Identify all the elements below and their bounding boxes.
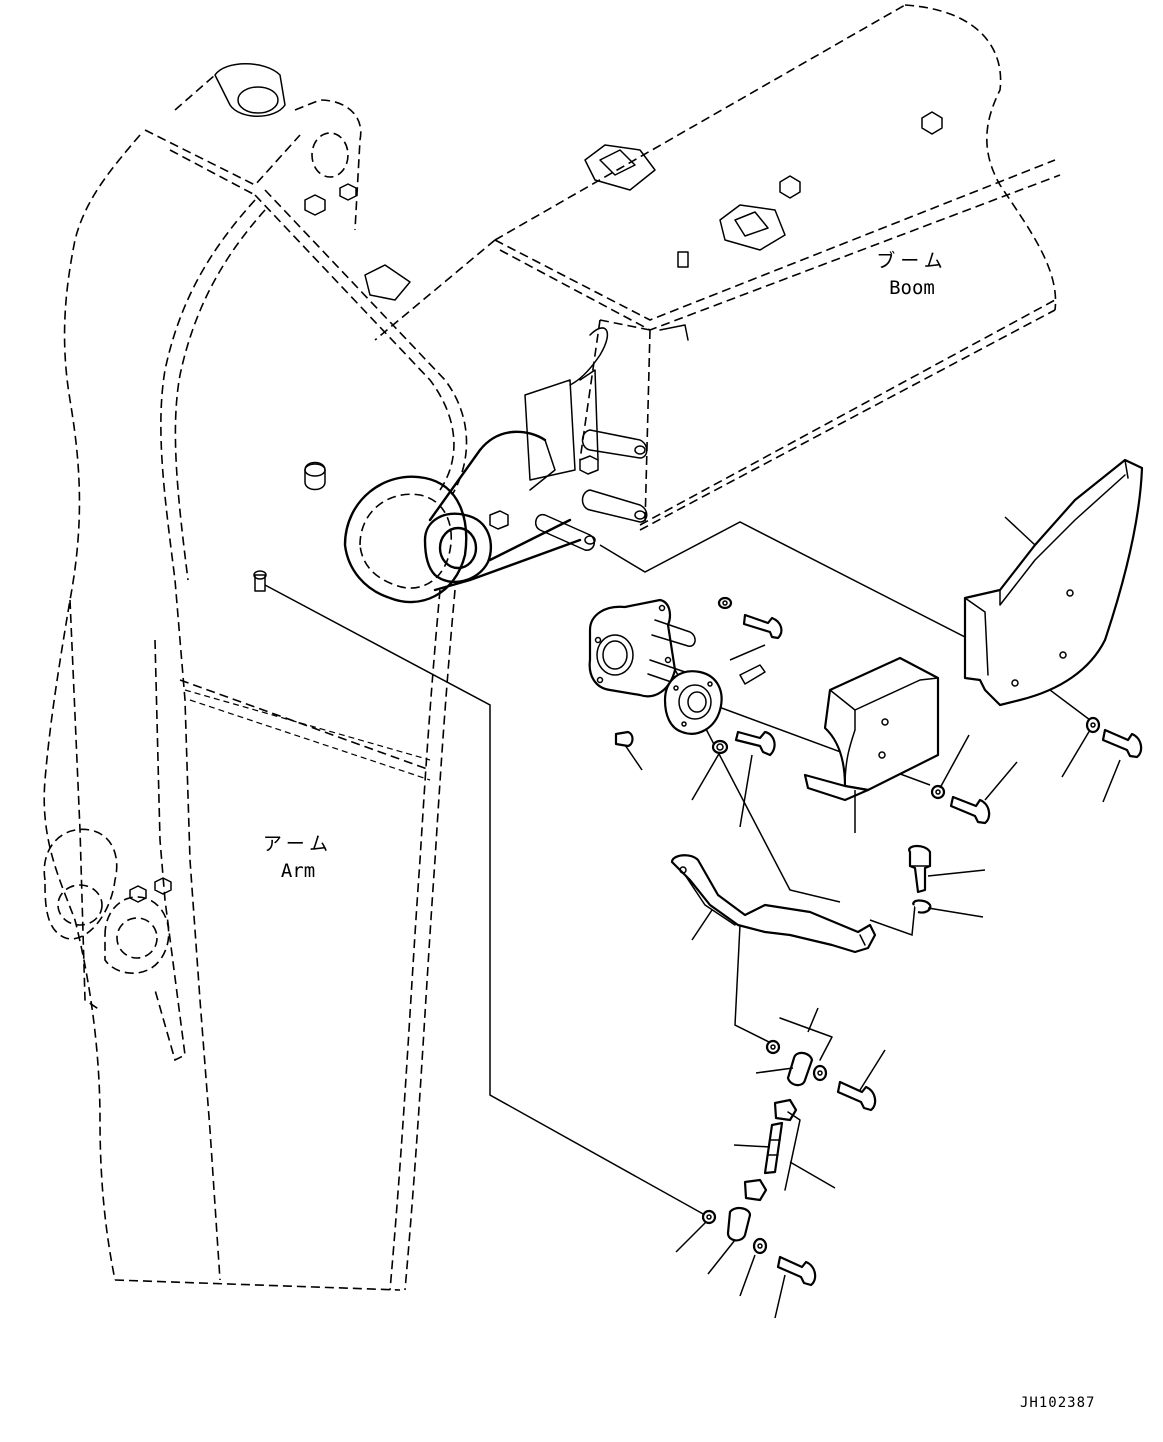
washer-8 [752,1237,768,1255]
bolt-3 [949,795,991,825]
bolt-4 [1101,728,1143,759]
clip-ring [912,899,932,914]
callout-leaders [624,516,1121,1319]
cover-center [823,656,940,792]
arm-label-jp: アーム [263,833,333,855]
washer-6 [812,1064,828,1082]
pipe [763,1121,784,1175]
support-bracket [670,854,877,954]
boom-label-jp: ブーム [876,249,947,272]
washer-7 [701,1209,717,1225]
nut-1 [773,1098,798,1122]
boom-drawing [304,4,1061,531]
bolt-1 [742,613,783,640]
boom-label-en: Boom [889,277,935,299]
washer-2 [711,739,729,755]
pivot-assembly [343,327,648,604]
bearing-housing [663,670,723,735]
bolt-6 [836,1080,877,1112]
drawing-number: JH102387 [1020,1395,1095,1411]
washer-3 [930,784,946,800]
cover-right [963,458,1144,707]
elbow-fitting [786,1051,814,1087]
parts [588,458,1144,1287]
washer-5 [765,1039,781,1055]
elbow-fitting-2 [726,1206,752,1242]
washer-4 [1085,716,1101,734]
key [614,730,634,748]
bolt-5 [908,844,932,894]
nut-2 [743,1178,768,1202]
bolt-7 [776,1255,817,1287]
washer-1 [717,596,733,610]
arm-drawing [43,63,468,1291]
arm-label-en: Arm [281,860,315,882]
bolt-2 [734,730,776,757]
